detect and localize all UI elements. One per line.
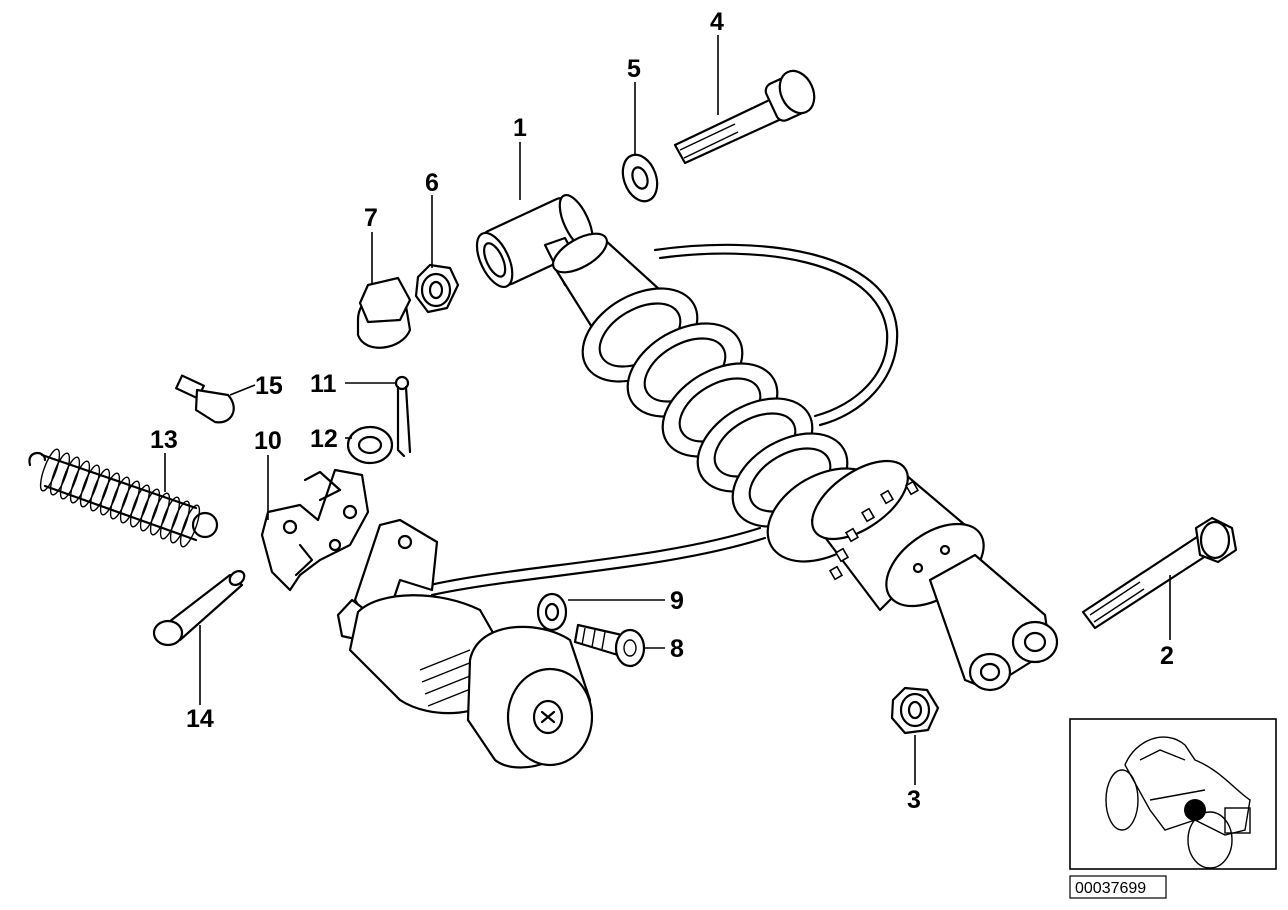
part-label-5: 5 [627,55,641,83]
cap-nut-drawing [356,276,412,349]
location-inset [1069,718,1277,870]
part-label-1: 1 [513,114,527,142]
washer-round-drawing [346,425,394,465]
shock-absorber-drawing [428,194,1059,692]
reference-code-box: 00037699 [1069,875,1167,899]
part-label-9: 9 [670,587,684,615]
part-label-6: 6 [425,169,439,197]
cotter-pin-drawing [394,375,412,458]
part-label-15: 15 [255,372,283,400]
washer-drawing [621,153,659,203]
part-label-4: 4 [710,8,724,36]
part-labels: 1 2 3 4 5 6 7 8 9 10 11 12 13 14 15 [150,8,1174,814]
self-locking-nut-drawing [414,263,460,314]
reference-code: 00037699 [1075,880,1146,897]
leader-lines [164,35,1171,785]
part-label-13: 13 [150,426,178,454]
part-label-11: 11 [310,370,337,398]
lower-bolt-drawing [1081,516,1238,630]
spring-preload-adjuster-drawing [336,518,594,769]
pin-drawing [152,570,246,647]
part-label-10: 10 [254,427,282,455]
part-label-12: 12 [310,425,338,453]
motorcycle-silhouette-icon [1105,736,1251,869]
socket-screw-drawing [573,623,646,668]
part-label-8: 8 [670,635,684,663]
tension-spring-drawing [28,448,219,548]
washer-small-drawing [536,592,568,632]
upper-bolt-drawing [673,69,816,165]
stud-drawing [175,374,235,424]
bracket-drawing [260,468,370,592]
location-marker-icon [1184,799,1206,821]
part-label-7: 7 [364,204,378,232]
lower-nut-drawing [890,686,940,735]
part-label-14: 14 [186,705,214,733]
part-label-3: 3 [907,786,921,814]
part-label-2: 2 [1160,642,1174,670]
